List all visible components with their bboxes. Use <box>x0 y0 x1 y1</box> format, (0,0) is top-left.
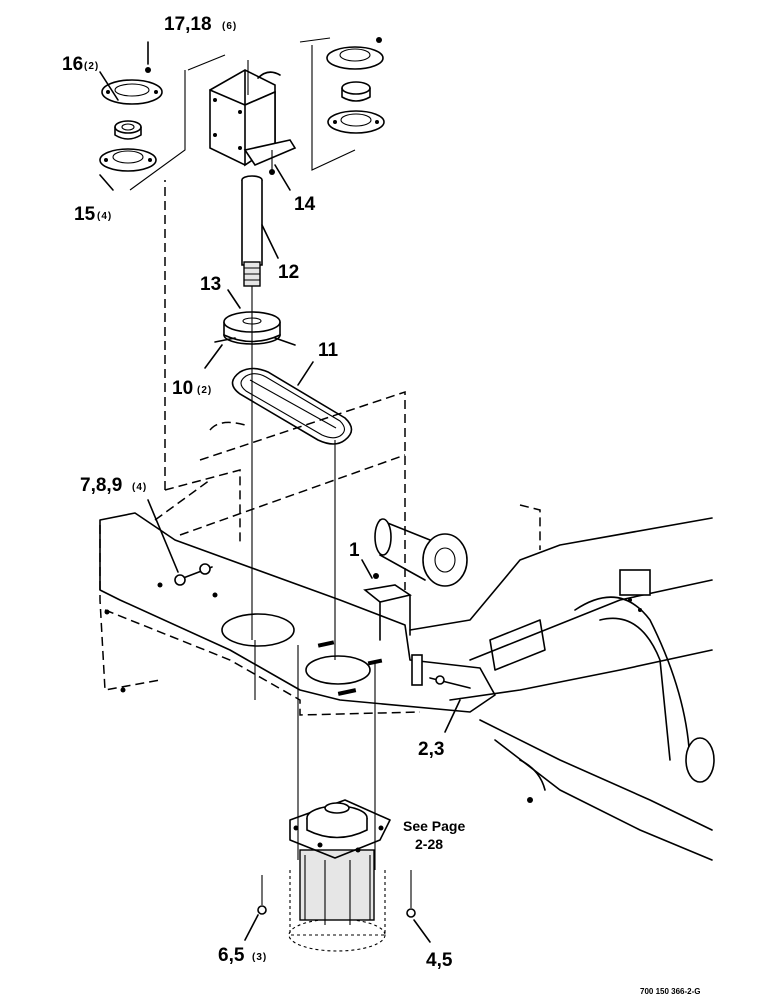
callout-4-5: 4,5 <box>426 950 453 971</box>
right-side-frame <box>363 504 715 861</box>
leader-lines <box>99 41 461 943</box>
right-flange-stack <box>326 37 385 134</box>
figure-number: 700 150 366-2-G <box>640 987 701 996</box>
callout-6-5: 6,5 <box>218 945 245 966</box>
see-page-note-line1: See Page <box>403 818 465 834</box>
callout-10-qty: (2) <box>197 385 212 396</box>
frame-outline <box>99 180 496 870</box>
bearing-housing-assembly <box>99 37 385 191</box>
callout-17-18-qty: (6) <box>222 21 237 32</box>
callout-7-8-9-qty: (4) <box>132 482 147 493</box>
callout-13: 13 <box>200 274 221 295</box>
callout-6-5-qty: (3) <box>252 952 267 963</box>
callout-7-8-9: 7,8,9 <box>80 475 122 496</box>
see-page-note-line2: 2-28 <box>415 836 443 852</box>
callout-2-3: 2,3 <box>418 739 444 760</box>
shaft <box>241 175 263 287</box>
callout-16-qty: (2) <box>84 61 99 72</box>
drive-belt <box>231 367 353 445</box>
callout-12: 12 <box>278 262 299 283</box>
callout-17-18: 17,18 <box>164 14 212 35</box>
callout-11: 11 <box>318 340 339 361</box>
gearbox <box>257 799 416 952</box>
callout-15: 15 <box>74 204 96 225</box>
callout-16: 16 <box>62 54 83 75</box>
left-flange-stack <box>99 79 163 172</box>
callout-1: 1 <box>349 540 360 561</box>
callout-14: 14 <box>294 194 316 215</box>
callout-10: 10 <box>172 378 193 399</box>
callout-labels: 17,18 (6) 16 (2) 15 (4) 14 12 13 10 (2) … <box>62 14 701 996</box>
callout-15-qty: (4) <box>97 211 112 222</box>
upper-pulley <box>214 311 296 346</box>
